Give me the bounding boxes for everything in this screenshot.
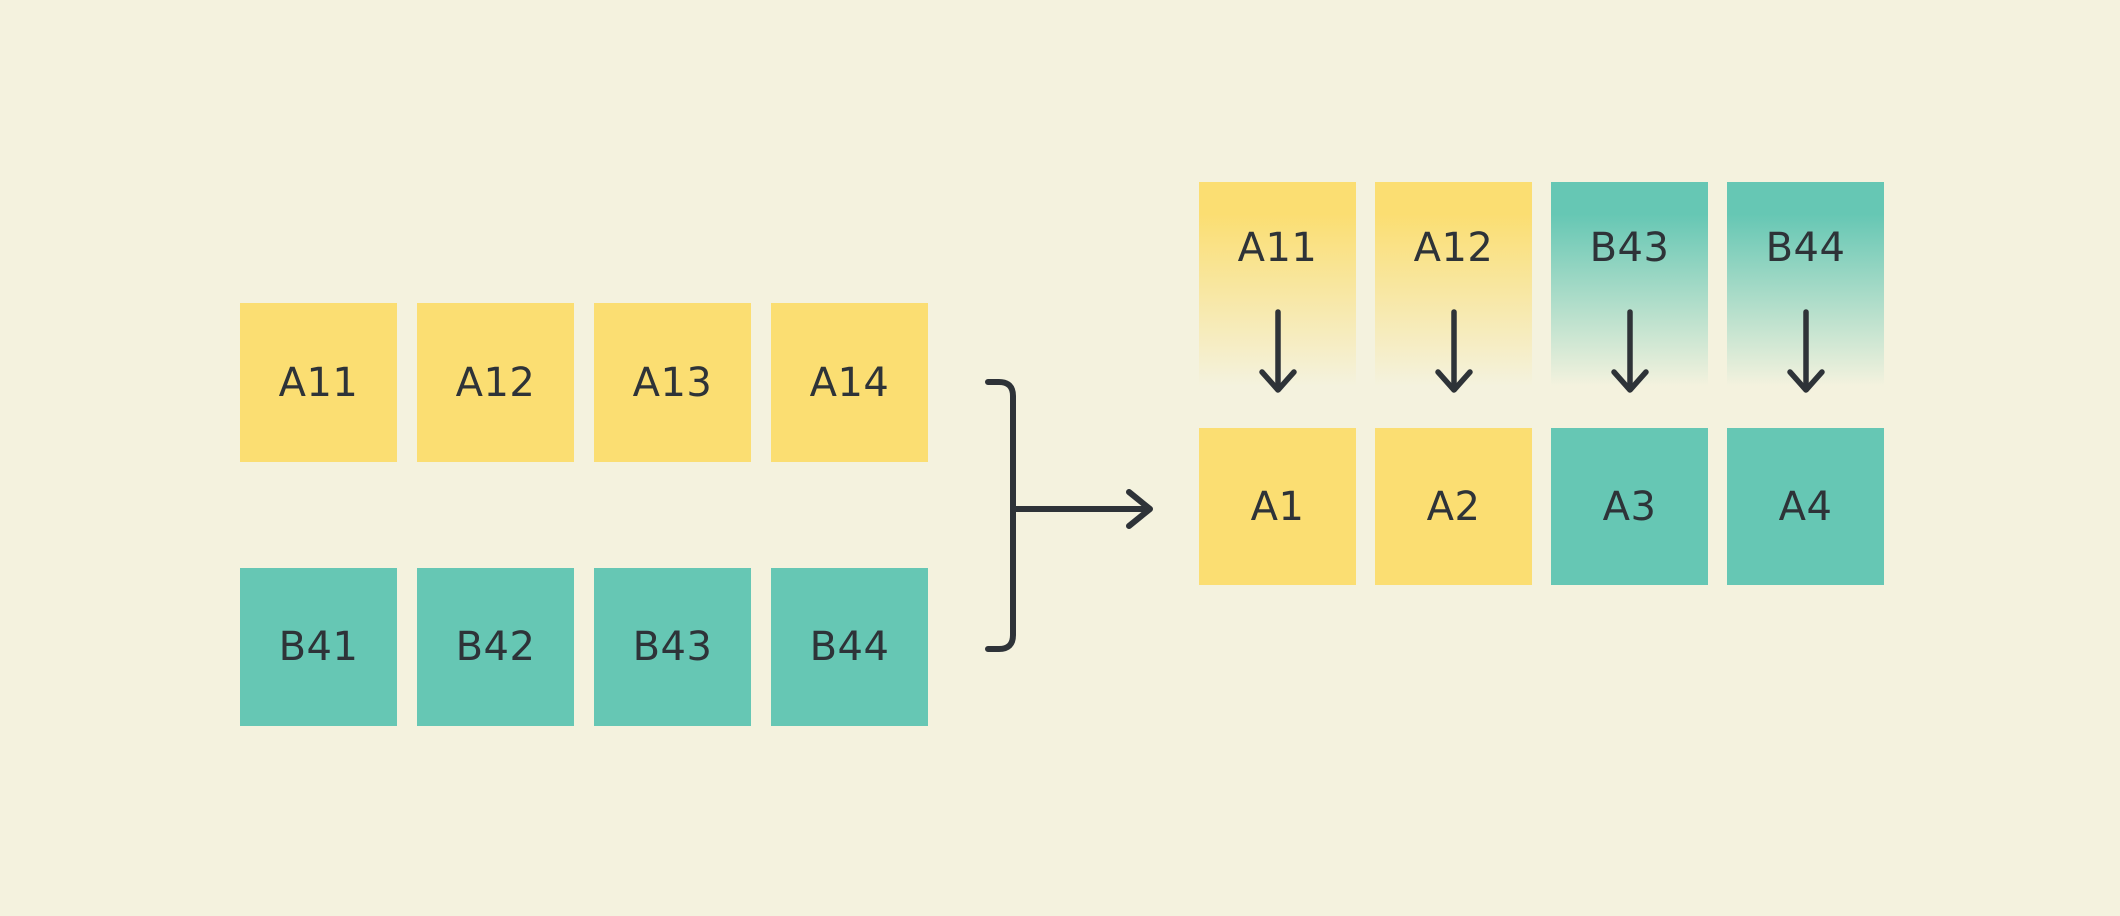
fade-block-b43: B43 (1551, 182, 1708, 397)
block-label: A14 (809, 359, 890, 406)
block-a1-result: A1 (1199, 428, 1356, 585)
fade-block-b44: B44 (1727, 182, 1884, 397)
block-label: A1 (1250, 483, 1305, 530)
result-row: A1 A2 A3 A4 (1199, 428, 1884, 585)
block-label: B43 (632, 624, 713, 670)
block-label: B43 (1589, 225, 1670, 271)
block-a12-source: A12 (417, 303, 574, 462)
block-a2-result: A2 (1375, 428, 1532, 585)
block-a11-source: A11 (240, 303, 397, 462)
block-b42-source: B42 (417, 568, 574, 726)
block-b41-source: B41 (240, 568, 397, 726)
block-a3-result: A3 (1551, 428, 1708, 585)
block-label: A12 (1413, 225, 1494, 271)
block-label: A2 (1426, 483, 1481, 530)
fade-block-a11: A11 (1199, 182, 1356, 397)
block-label: A12 (455, 359, 536, 406)
block-a14-source: A14 (771, 303, 928, 462)
source-row-a: A11 A12 A13 A14 (240, 303, 928, 462)
block-label: B44 (809, 624, 890, 670)
block-label: A13 (632, 359, 713, 406)
block-label: A11 (1237, 225, 1318, 271)
fade-block-a12: A12 (1375, 182, 1532, 397)
block-b43-source: B43 (594, 568, 751, 726)
block-label: B42 (455, 624, 536, 670)
arrow-down-icon (1434, 309, 1473, 393)
block-label: B44 (1765, 225, 1846, 271)
selected-items-row: A11 A12 B43 B44 (1199, 182, 1884, 397)
block-label: A3 (1602, 483, 1657, 530)
block-label: B41 (278, 624, 359, 670)
arrow-down-icon (1610, 309, 1649, 393)
source-row-b: B41 B42 B43 B44 (240, 568, 928, 726)
block-b44-source: B44 (771, 568, 928, 726)
block-label: A4 (1778, 483, 1833, 530)
block-a13-source: A13 (594, 303, 751, 462)
bracket-merge-arrow-right-icon (985, 379, 1153, 652)
block-a4-result: A4 (1727, 428, 1884, 585)
block-label: A11 (278, 359, 359, 406)
arrow-down-icon (1258, 309, 1297, 393)
arrow-down-icon (1786, 309, 1825, 393)
